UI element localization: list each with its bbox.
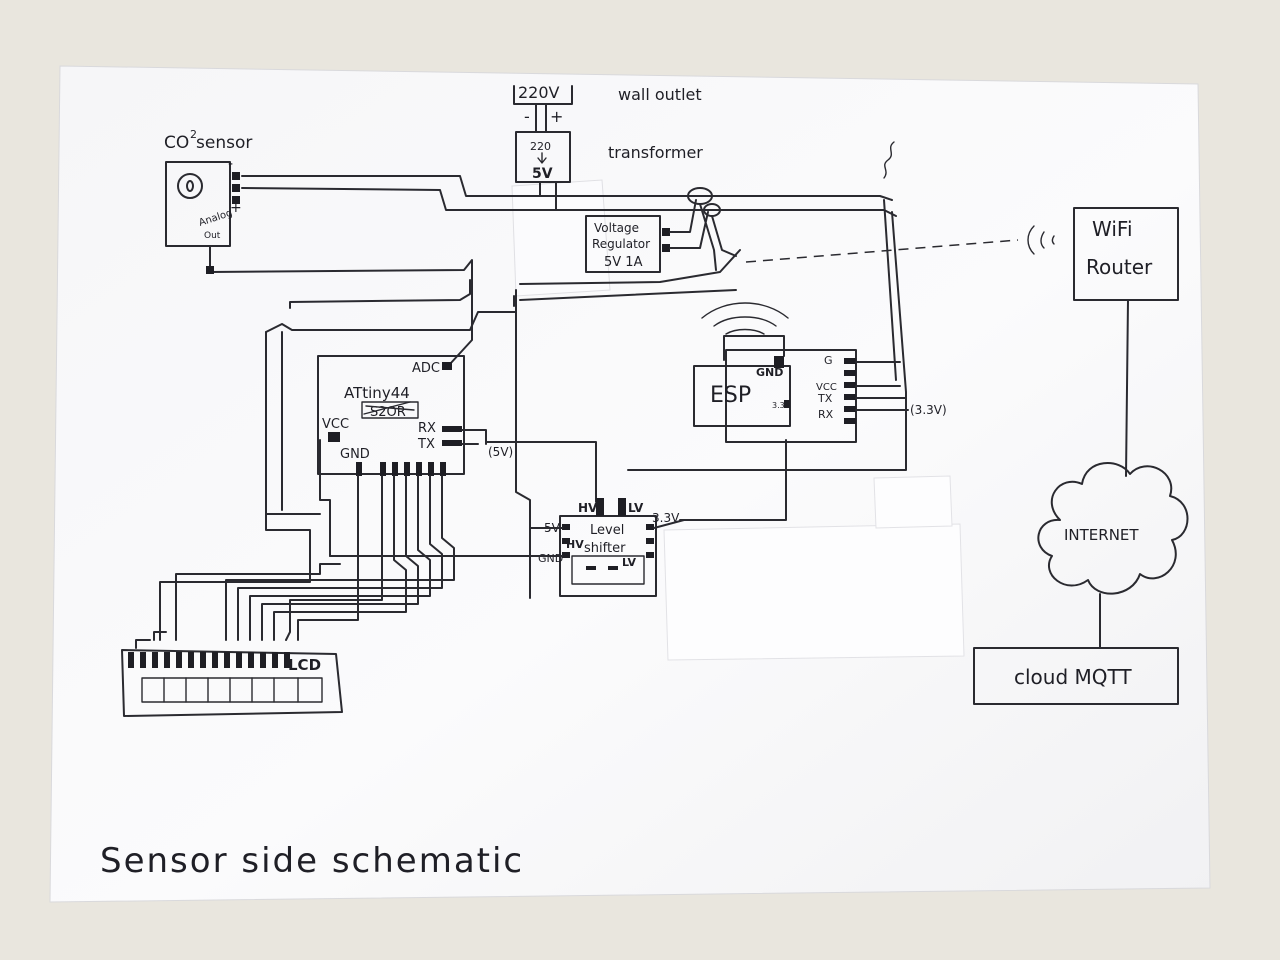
co2-pin-plus: + (230, 200, 242, 216)
regulator-line1: Voltage (594, 221, 639, 235)
transformer-in: 220 (530, 140, 551, 153)
esp-pin-vcc: VCC (816, 382, 837, 393)
wire-regulator-out (513, 249, 741, 307)
esp-name: ESP (710, 383, 751, 408)
co2-superscript: 2 (190, 128, 197, 141)
wifi-link-dashed (745, 239, 1019, 263)
paper-patch-small (873, 475, 953, 529)
attiny-rx: RX (418, 421, 436, 436)
router-line1: WiFi (1092, 217, 1133, 241)
paper-sheet (49, 65, 1211, 903)
wire-esp-down (679, 439, 787, 521)
level-shifter-line1: Level (590, 523, 624, 538)
attiny-tx: TX (417, 437, 435, 452)
wire-router-internet (1125, 299, 1129, 477)
outlet-label: wall outlet (618, 85, 702, 104)
attiny-vcc: VCC (322, 417, 349, 432)
transformer-label: transformer (608, 143, 703, 162)
co2-label: CO (164, 133, 189, 153)
wire-gnd-top (723, 335, 785, 361)
cloud-mqtt-label: cloud MQTT (1014, 665, 1132, 689)
co2-analog-line2: Out (204, 231, 221, 241)
level-shifter-33v: 3.3V (652, 511, 680, 525)
wifi-arcs-esp (701, 302, 789, 335)
outlet-plus: + (550, 107, 563, 126)
esp-gnd: GND (756, 366, 783, 379)
wire-5v-feed (485, 441, 597, 503)
regulator-line2: Regulator (592, 237, 650, 251)
co2-pin-3 (232, 196, 240, 204)
esp-pin-tx: TX (817, 392, 833, 405)
paper-patch-large (663, 523, 965, 661)
level-shifter-lv-side: LV (622, 556, 636, 569)
esp-33v-small: 3.3V (772, 401, 791, 410)
antenna-squiggle (883, 141, 895, 179)
attiny44-module: ATtiny44 S2OR ADC VCC RX TX GND (5V) (317, 355, 513, 557)
wire-bus-top (265, 311, 517, 333)
esp-voltage-note: (3.3V) (910, 403, 947, 417)
level-shifter-gnd: GND (538, 552, 563, 565)
outlet-voltage: 220V (518, 83, 560, 102)
level-shifter-lv-top: LV (628, 501, 644, 515)
lcd-character-cells (141, 677, 323, 703)
co2-pin-2 (232, 184, 240, 192)
schematic-title: Sensor side schematic (100, 841, 524, 881)
wire-bundle-attiny-lcd (135, 475, 531, 649)
esp-pin-g: G (824, 354, 833, 367)
wire-top-rail-3 (539, 181, 557, 211)
attiny-name: ATtiny44 (344, 384, 410, 402)
transformer-out: 5V (532, 166, 553, 182)
esp-pin-rx: RX (818, 408, 834, 421)
wall-outlet: 220V wall outlet - + (513, 83, 702, 133)
level-shifter: Level shifter HV LV HV LV 5V GND 3.3V (529, 498, 685, 597)
internet-label: INTERNET (1064, 526, 1139, 544)
attiny-header-pins (356, 462, 446, 476)
co2-pin-minus: - (228, 156, 233, 172)
attiny-voltage-note: (5V) (488, 445, 513, 459)
wifi-router: WiFi Router (1073, 207, 1179, 301)
lcd-header-pins (128, 652, 290, 668)
wire-right-drop (883, 199, 907, 431)
lcd-module: LCD (121, 649, 343, 717)
esp-module: ESP GND 3.3V G VCC TX RX (3.3V) (693, 302, 947, 443)
wire-center-vertical (515, 289, 531, 599)
wifi-arcs-router (1027, 225, 1055, 255)
level-shifter-hv-side: HV (566, 538, 584, 551)
internet-cloud: INTERNET (1037, 462, 1189, 595)
co2-label-suffix: sensor (196, 133, 252, 153)
level-shifter-line2: shifter (584, 541, 626, 556)
attiny-adc: ADC (412, 361, 440, 376)
cloud-mqtt: cloud MQTT (973, 647, 1179, 705)
outlet-minus: - (524, 107, 530, 126)
router-line2: Router (1086, 255, 1153, 279)
attiny-gnd: GND (340, 447, 370, 462)
voltage-regulator: Voltage Regulator 5V 1A (585, 187, 737, 273)
lcd-label: LCD (288, 656, 321, 674)
co2-pin-1 (232, 172, 240, 180)
wire-33v-feed (627, 429, 907, 471)
wire-top-rail-1 (241, 175, 893, 201)
regulator-line3: 5V 1A (604, 255, 643, 270)
level-shifter-hv-top: HV (578, 501, 598, 515)
transformer: 220 5V transformer (515, 131, 703, 183)
esp-header-pins (844, 358, 856, 424)
wire-top-rail-2 (241, 187, 897, 217)
